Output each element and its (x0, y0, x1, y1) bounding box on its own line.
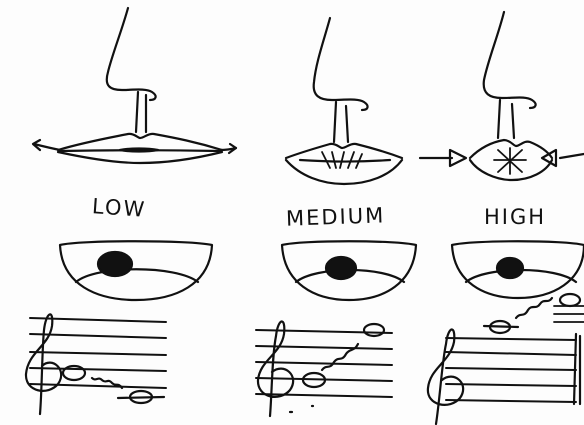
low-aperture (120, 149, 158, 152)
medium-aperture-hole (326, 257, 356, 279)
low-philtrum-left (136, 92, 138, 132)
high-right-arrow (560, 154, 584, 158)
medium-stray-marks (290, 406, 313, 412)
high-upper-lip (470, 140, 552, 158)
high-aperture-hole (497, 258, 523, 278)
high-nose-profile (484, 12, 536, 108)
medium-upper-lip (286, 144, 402, 158)
high-glissando (516, 298, 552, 318)
high-staff (446, 338, 576, 402)
low-treble-clef (26, 314, 61, 414)
medium-lower-lip (286, 160, 402, 184)
medium-tension-marks (322, 152, 362, 168)
high-note-end (560, 294, 580, 306)
label-low: LOW (91, 194, 147, 222)
medium-philtrum-right (346, 106, 348, 142)
medium-note-end (364, 324, 384, 336)
label-medium: MEDIUM (286, 203, 386, 230)
medium-philtrum-left (334, 102, 336, 142)
low-aperture-inner-arc (76, 269, 198, 282)
low-aperture-hole (98, 252, 132, 276)
high-treble-clef (428, 329, 463, 424)
medium-lip-line (300, 160, 390, 162)
low-lower-lip (58, 152, 222, 163)
label-high: HIGH (484, 205, 546, 229)
medium-nose-profile (314, 18, 368, 110)
medium-treble-clef (258, 321, 293, 416)
high-tension-marks (494, 148, 526, 174)
high-philtrum-right (512, 104, 514, 138)
high-ledger-line-1 (484, 326, 518, 327)
high-philtrum-left (498, 100, 500, 138)
high-staff-end (574, 334, 580, 404)
high-ledger-lines (554, 306, 584, 322)
low-aperture-outline (60, 241, 212, 300)
low-nose-profile (107, 8, 156, 100)
low-ledger-line (118, 397, 164, 398)
